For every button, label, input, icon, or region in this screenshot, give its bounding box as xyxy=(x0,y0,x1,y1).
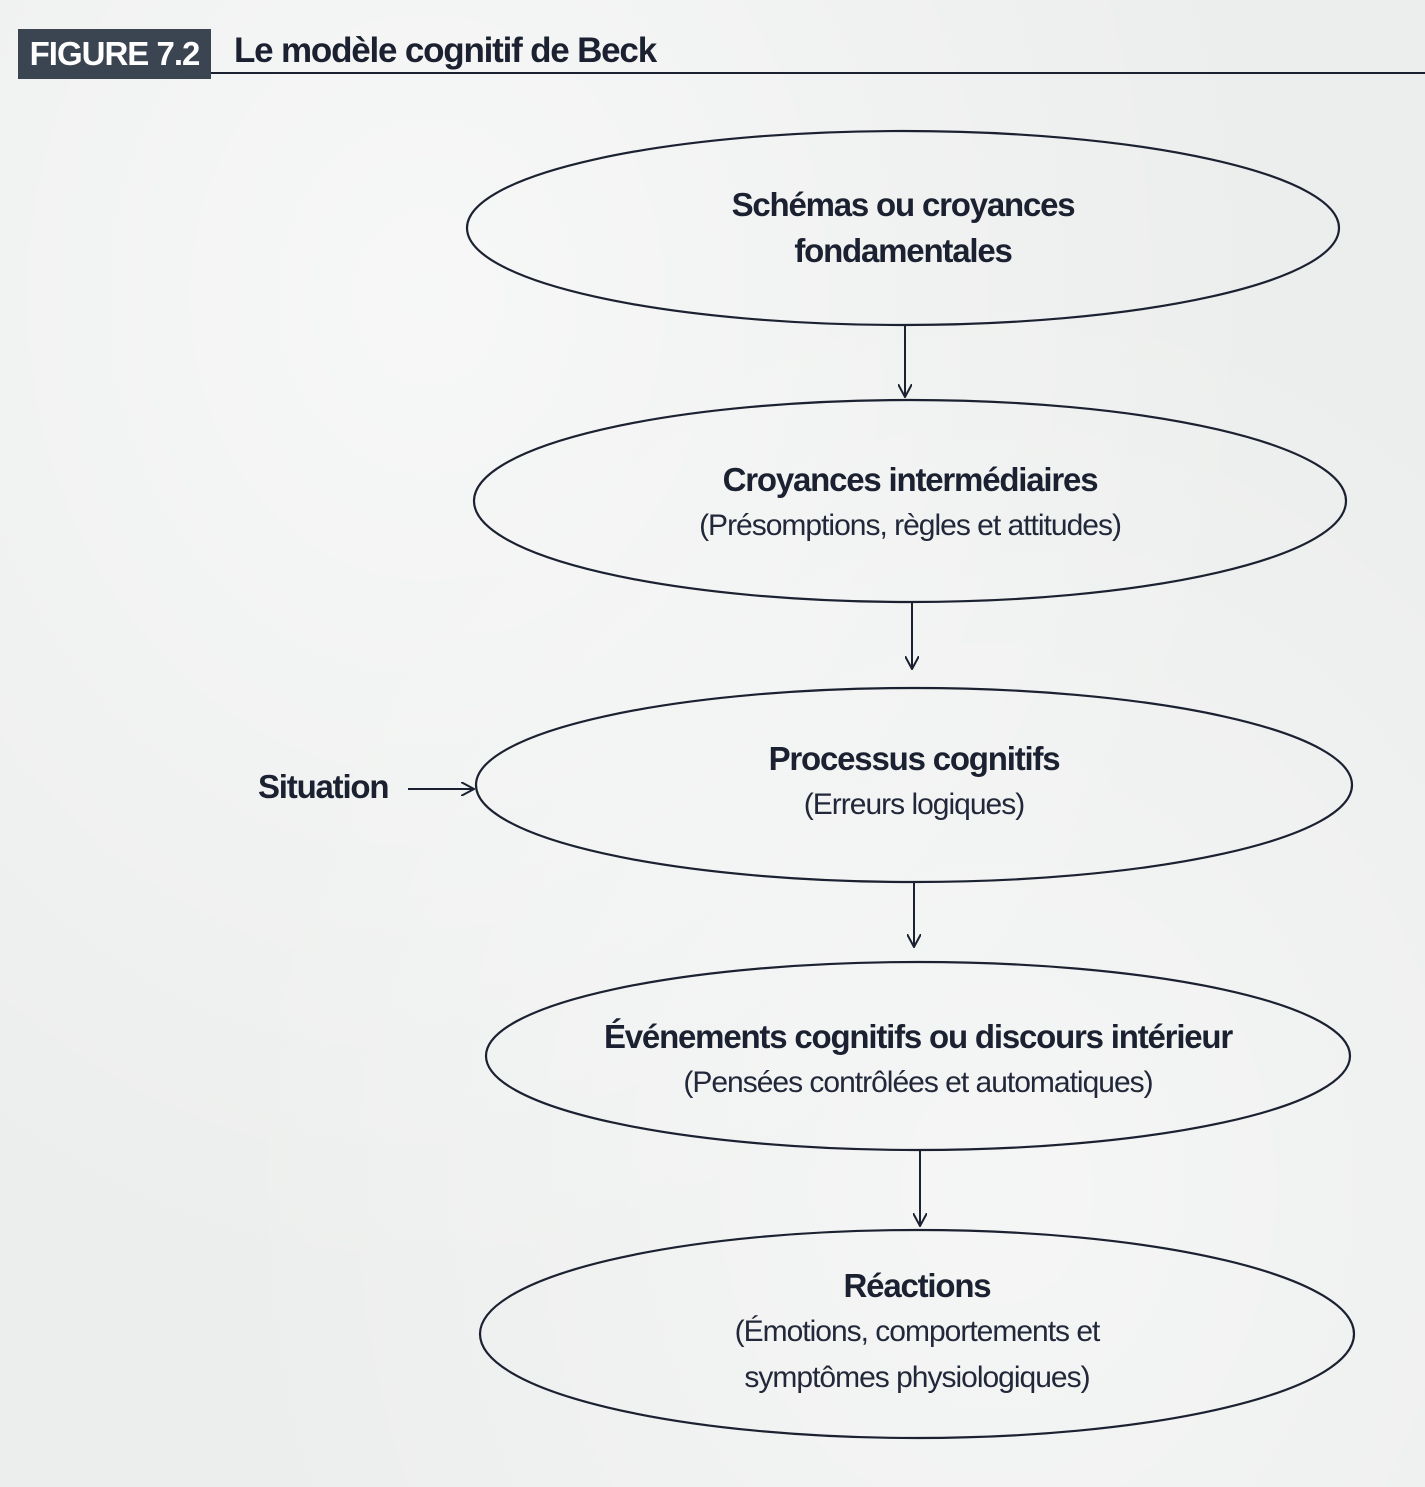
node-processus: Processus cognitifs (Erreurs logiques) xyxy=(476,734,1352,830)
node-processus-title: Processus cognitifs xyxy=(768,740,1061,777)
situation-label: Situation xyxy=(258,768,390,805)
node-schemas-title-line1: Schémas ou croyances xyxy=(731,186,1076,223)
node-processus-subtitle: (Erreurs logiques) xyxy=(803,788,1025,821)
node-schemas-title-line2: fondamentales xyxy=(794,232,1012,269)
node-reactions: Réactions (Émotions, comportements et sy… xyxy=(480,1260,1354,1404)
ellipse-schemas xyxy=(465,129,1341,327)
ellipse-evenements xyxy=(484,960,1352,1152)
ellipse-intermediaires xyxy=(472,398,1348,604)
node-reactions-subtitle-line2: symptômes physiologiques) xyxy=(744,1361,1090,1394)
ellipse-reactions xyxy=(478,1228,1356,1440)
node-evenements-subtitle: (Pensées contrôlées et automatiques) xyxy=(683,1066,1153,1099)
node-intermediaires-subtitle: (Présomptions, règles et attitudes) xyxy=(699,509,1122,542)
header-rule xyxy=(211,72,1425,74)
node-intermediaires-title: Croyances intermédiaires xyxy=(722,461,1099,498)
node-evenements: Événements cognitifs ou discours intérie… xyxy=(486,1012,1350,1108)
node-evenements-title: Événements cognitifs ou discours intérie… xyxy=(603,1018,1233,1055)
node-reactions-subtitle-line1: (Émotions, comportements et xyxy=(734,1315,1101,1348)
node-schemas: Schémas ou croyances fondamentales xyxy=(467,170,1339,286)
figure-title: Le modèle cognitif de Beck xyxy=(234,31,657,70)
node-reactions-title: Réactions xyxy=(843,1267,992,1304)
figure-number-badge: FIGURE 7.2 xyxy=(18,29,211,79)
figure-header: FIGURE 7.2 Le modèle cognitif de Beck xyxy=(18,29,1425,79)
node-intermediaires: Croyances intermédiaires (Présomptions, … xyxy=(474,455,1346,551)
